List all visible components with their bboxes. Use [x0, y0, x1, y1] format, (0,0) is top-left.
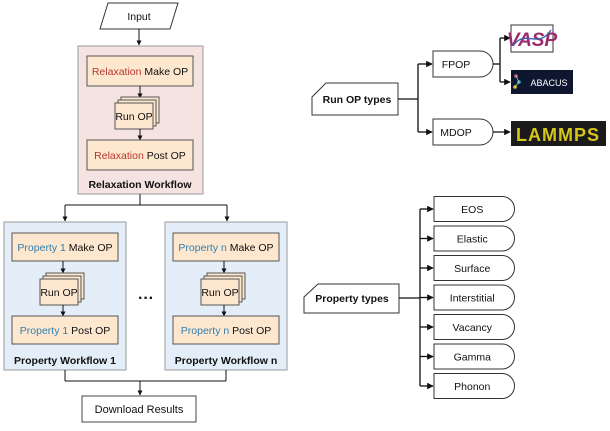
run-op-types-title: Run OP types [323, 94, 392, 106]
property-workflow-1: Property 1 Make OP Run OP Property 1 Pos… [3, 221, 127, 371]
property-type-label-surface: Surface [454, 263, 490, 275]
property-type-label-interstitial: Interstitial [450, 293, 495, 305]
property-workflow-1-title: Property Workflow 1 [14, 355, 116, 367]
property-type-elastic [433, 225, 515, 252]
property-type-label-eos: EOS [461, 204, 483, 216]
property-type-phonon [433, 373, 515, 399]
mdop-label: MDOP [440, 127, 472, 139]
vasp-logo-text: VASP [507, 30, 558, 51]
property-types-title: Property types [315, 293, 389, 305]
ellipsis: ··· [138, 290, 154, 307]
property-workflow-n: Property n Make OP Run OP Property n Pos… [164, 221, 288, 371]
download-results-label: Download Results [95, 404, 184, 416]
input-node: Input [99, 2, 179, 30]
property-workflow-n-title: Property Workflow n [175, 355, 277, 367]
lammps-logo: LAMMPS [511, 121, 606, 146]
relaxation-post-op-box [86, 139, 194, 171]
mdop-node [432, 118, 494, 146]
download-results-node: Download Results [81, 395, 197, 423]
relaxation-workflow-title: Relaxation Workflow [88, 179, 192, 191]
fork-connector [62, 194, 230, 222]
property-1-make-op-box [11, 232, 119, 262]
property-types-tree: Property types EOS ElasticSurfaceIntersti… [303, 196, 515, 399]
property-type-eos [433, 196, 515, 222]
property-1-run-op-stack: Run OP [39, 272, 85, 306]
property-n-post-op-box [172, 315, 280, 345]
relaxation-run-op-stack: Run OP [114, 96, 160, 130]
property-type-vacancy [433, 314, 515, 340]
relaxation-make-op-label: Relaxation Make OP [92, 66, 188, 78]
relaxation-post-op-label: Relaxation Post OP [94, 150, 186, 162]
property-type-label-vacancy: Vacancy [453, 322, 493, 334]
join-connector [64, 370, 227, 396]
property-1-make-op-label: Property 1 Make OP [17, 242, 112, 254]
property-1-run-op-label: Run OP [40, 287, 77, 299]
property-n-run-op-label: Run OP [201, 287, 238, 299]
property-n-make-op-box [172, 232, 280, 262]
property-type-gamma [433, 343, 515, 370]
property-type-label-gamma: Gamma [454, 352, 492, 364]
property-type-label-phonon: Phonon [454, 381, 490, 393]
property-type-list: EOS ElasticSurfaceInterstitialVacancyGamm… [420, 196, 515, 399]
fpop-node [432, 50, 494, 78]
relaxation-workflow: Relaxation Make OP Run OP Relaxation Pos… [77, 45, 204, 195]
relaxation-run-op-label: Run OP [115, 111, 152, 123]
vasp-logo: VASP [507, 24, 558, 53]
abacus-logo-text: ABACUS [530, 78, 567, 88]
abacus-logo: ABACUS [511, 70, 573, 94]
fpop-label: FPOP [442, 59, 471, 71]
run-op-types-tree: Run OP types FPOP MDOP VASP ABACUS [311, 24, 606, 146]
property-type-surface [433, 255, 515, 281]
property-types-box [303, 283, 400, 314]
property-type-interstitial [433, 284, 515, 311]
property-type-label-elastic: Elastic [457, 234, 488, 246]
relaxation-make-op-box [86, 55, 194, 87]
property-1-post-op-label: Property 1 Post OP [20, 325, 110, 337]
lammps-logo-text: LAMMPS [516, 125, 600, 145]
property-n-make-op-label: Property n Make OP [178, 242, 273, 254]
run-op-types-box [311, 82, 399, 116]
input-label: Input [127, 11, 150, 23]
property-1-post-op-box [11, 315, 119, 345]
property-n-run-op-stack: Run OP [200, 272, 246, 306]
property-n-post-op-label: Property n Post OP [181, 325, 271, 337]
